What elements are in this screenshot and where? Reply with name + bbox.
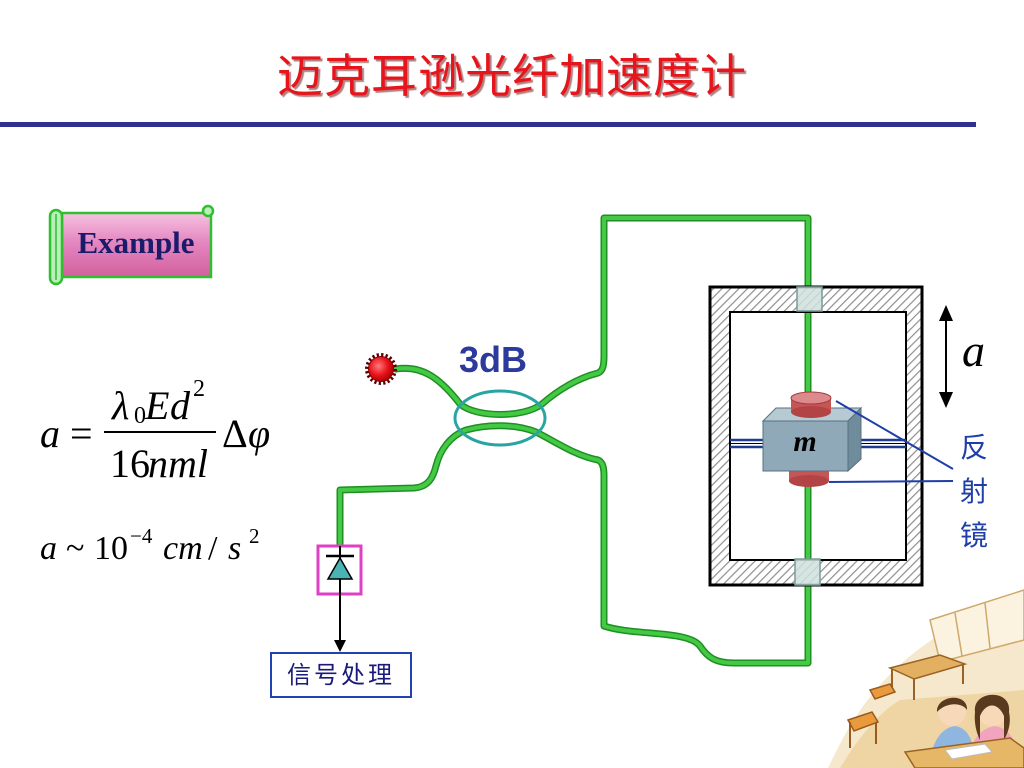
fiber-arm-upper (394, 216, 810, 417)
formula-lambda-subscript: 0 (134, 403, 146, 429)
fiber-arm-lower (338, 423, 810, 665)
coupler-label: 3dB (459, 339, 527, 380)
double-arrow-icon (939, 305, 953, 408)
mirror-label: 反射镜 (960, 431, 989, 552)
badge-scroll-curl (201, 204, 215, 218)
light-source-icon (365, 353, 397, 385)
formula-phi: φ (248, 411, 271, 456)
formula-lhs: a (40, 411, 60, 456)
magnitude-exponent: −4 (130, 524, 153, 548)
badge-background (60, 211, 213, 279)
magnitude-slash: / (208, 530, 218, 567)
mirror-pointer-top (835, 400, 954, 470)
magnitude-base: 10 (94, 530, 128, 567)
badge-label: Example (77, 225, 194, 260)
formula-equals: = (70, 411, 93, 456)
fiber-port-bottom (794, 558, 821, 586)
slide-title: 迈克耳逊光纤加速度计 (277, 49, 747, 103)
magnitude-unit-numerator: cm (163, 530, 203, 567)
signal-processing-box: 信号处理 (270, 652, 412, 698)
photodetector-icon (316, 544, 363, 596)
title-divider (0, 122, 976, 127)
mirror-pointer-bottom (828, 480, 954, 483)
example-badge: Example (48, 204, 215, 286)
formula-d-superscript: 2 (193, 376, 205, 402)
acceleration-label: a (962, 325, 985, 376)
magnitude-unit-exponent: 2 (249, 524, 260, 548)
formula-lambda: λ (112, 383, 130, 428)
fiber-port-top (796, 286, 823, 312)
magnitude-unit-denominator: s (228, 530, 242, 567)
magnitude-lhs: a (40, 530, 57, 567)
top-mirror (790, 391, 832, 418)
classroom-clipart (828, 589, 1024, 768)
magnitude-relation: ~ (66, 530, 85, 567)
fiber-arm-lower-edge (340, 426, 808, 663)
formula-d: d (170, 383, 190, 428)
formula-e: E (145, 383, 170, 428)
formula-denominator-coefficient: 16 (110, 441, 150, 486)
fraction-bar (104, 431, 216, 433)
mass-label: m (793, 425, 816, 458)
coupler-3db (453, 389, 547, 447)
signal-arrow (334, 594, 346, 652)
formula-delta: Δ (222, 411, 248, 456)
formula-denominator-variables: nml (148, 441, 208, 486)
